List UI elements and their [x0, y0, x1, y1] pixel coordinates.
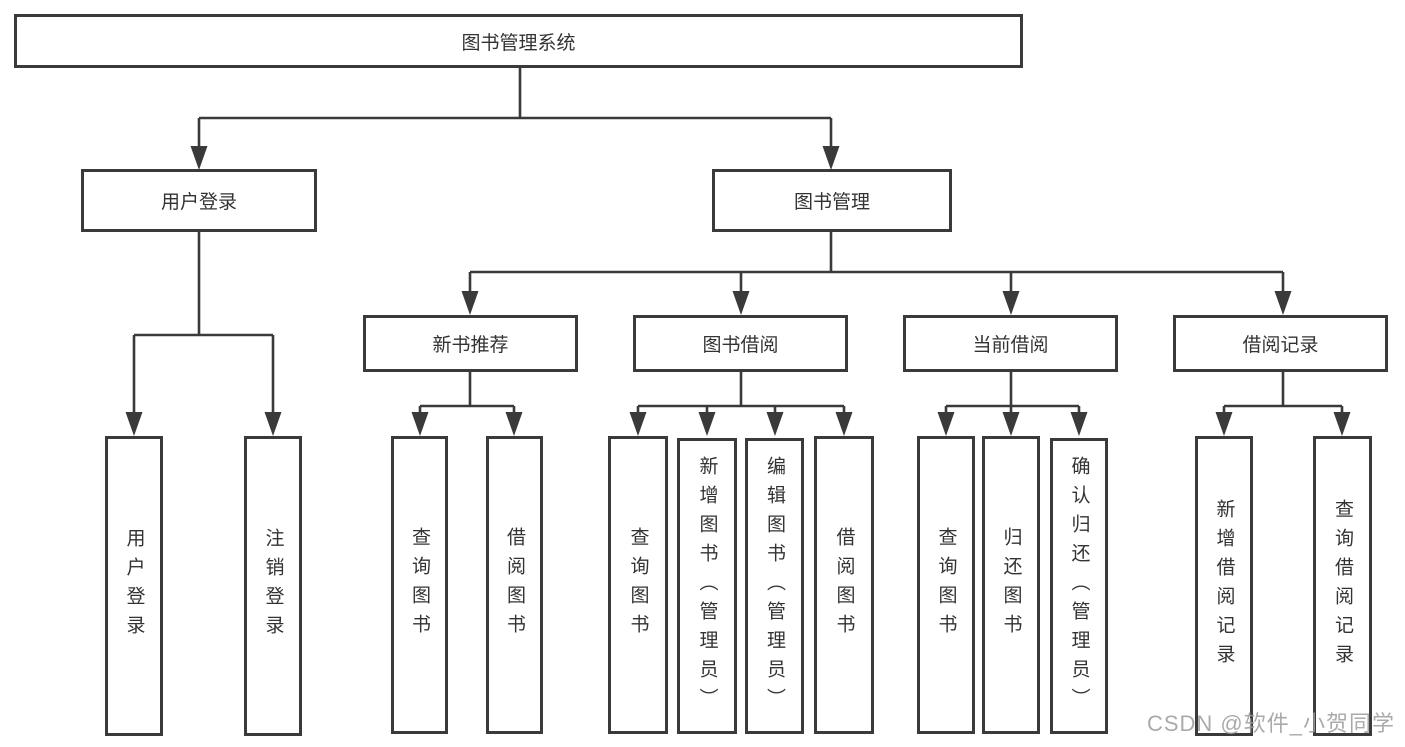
- leaf-br-query-borrow-record: 查询借阅记录: [1313, 436, 1372, 736]
- leaf-user-login: 用户登录: [105, 436, 163, 736]
- leaf-br-add-borrow-record: 新增借阅记录: [1195, 436, 1253, 736]
- leaf-nb-borrow-books: 借阅图书: [486, 436, 543, 734]
- arrow-down-icon: [1333, 412, 1351, 436]
- leaf-cb-confirm-return-admin: 确认归还（管理员）: [1050, 438, 1108, 734]
- arrow-down-icon: [732, 291, 750, 315]
- leaf-bb-query-books: 查询图书: [608, 436, 668, 734]
- csdn-watermark: CSDN @软件_小贺同学: [1146, 711, 1395, 736]
- arrow-down-icon: [505, 412, 523, 436]
- arrow-down-icon: [461, 291, 479, 315]
- leaf-bb-borrow-books: 借阅图书: [814, 436, 874, 734]
- arrow-down-icon: [264, 412, 282, 436]
- arrow-down-icon: [937, 412, 955, 436]
- node-current-borrowing: 当前借阅: [903, 315, 1118, 372]
- leaf-cb-query-books: 查询图书: [917, 436, 975, 734]
- arrow-down-icon: [766, 412, 784, 436]
- node-borrowing-records: 借阅记录: [1173, 315, 1388, 372]
- node-book-management: 图书管理: [712, 169, 952, 232]
- leaf-bb-edit-books-admin: 编辑图书（管理员）: [745, 438, 804, 734]
- leaf-logout-login: 注销登录: [244, 436, 302, 736]
- node-user-login: 用户登录: [81, 169, 317, 232]
- arrow-down-icon: [822, 146, 840, 170]
- arrow-down-icon: [190, 146, 208, 170]
- node-library-management-system: 图书管理系统: [14, 14, 1023, 68]
- leaf-bb-add-books-admin: 新增图书（管理员）: [677, 438, 737, 734]
- arrow-down-icon: [1002, 291, 1020, 315]
- arrow-down-icon: [125, 412, 143, 436]
- arrow-down-icon: [1070, 412, 1088, 436]
- arrow-down-icon: [1215, 412, 1233, 436]
- leaf-nb-query-books: 查询图书: [391, 436, 448, 734]
- arrow-down-icon: [411, 412, 429, 436]
- arrow-down-icon: [1002, 412, 1020, 436]
- node-new-book-recommendation: 新书推荐: [363, 315, 578, 372]
- node-book-borrowing: 图书借阅: [633, 315, 848, 372]
- leaf-cb-return-books: 归还图书: [982, 436, 1040, 734]
- arrow-down-icon: [698, 412, 716, 436]
- connector-lines: [132, 68, 1344, 416]
- arrow-down-icon: [629, 412, 647, 436]
- arrow-down-icon: [1274, 291, 1292, 315]
- arrow-down-icon: [835, 412, 853, 436]
